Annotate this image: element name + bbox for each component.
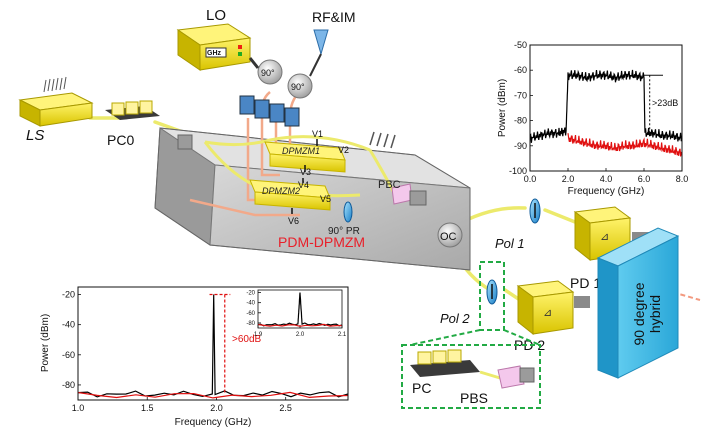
chart-top-xtick-label-4: 8.0 <box>676 174 689 184</box>
pc0-controller: PC0 <box>105 100 160 148</box>
chart-top-frame <box>529 44 683 172</box>
chart-inset-series-1 <box>257 323 343 327</box>
optical-hybrid: 90 degree hybrid <box>596 227 680 379</box>
chip-input-port <box>177 134 193 150</box>
pr-lens: 90° PR <box>328 201 360 237</box>
v2-label: V2 <box>338 145 349 155</box>
chart-top-xtick-label-3: 6.0 <box>638 174 651 184</box>
pol2-label: Pol 2 <box>440 311 470 326</box>
dpmzm2-module: DPMZM2 <box>249 179 331 211</box>
chart-bottom-ytick-label-0: -20 <box>62 290 75 300</box>
chart-inset-xtick-label-2: 2.1 <box>338 332 347 338</box>
chart-bottom-xtick-label-1: 1.5 <box>141 403 154 413</box>
v4-label: V4 <box>298 180 309 190</box>
output-lines <box>664 289 701 301</box>
chart-inset-ytick-label-0: -20 <box>246 291 255 297</box>
v1-label: V1 <box>312 129 323 139</box>
dpmzm1-label: DPMZM1 <box>282 146 320 156</box>
hybrid1-label: 90° <box>261 68 275 78</box>
chart-bottom-ytick-label-2: -60 <box>62 350 75 360</box>
pbs-label: PBS <box>460 390 488 406</box>
chart-bottom-annotation: >60dB <box>232 334 262 345</box>
chart-top-ylabel: Power (dBm) <box>497 79 508 137</box>
bias-arrows <box>291 139 318 214</box>
electrical-hybrid-2: 90° <box>287 73 313 99</box>
chart-bottom-ytick-label-1: -40 <box>62 320 75 330</box>
chart-inset-ytick-label-2: -60 <box>246 311 255 317</box>
chart-top-ytick-label-1: -60 <box>514 65 527 75</box>
svg-text:⊿: ⊿ <box>600 231 609 243</box>
chart-bottom-series-1 <box>77 391 349 399</box>
chart-bottom-frame <box>77 286 349 401</box>
chart-top-series-1 <box>567 133 683 157</box>
polarizer-2: Pol 2 <box>440 279 498 326</box>
laser-source: LS <box>18 76 94 144</box>
v5-label: V5 <box>320 194 331 204</box>
chart-top-ytick-label-2: -70 <box>514 90 527 100</box>
rf-connectors <box>239 95 300 127</box>
chart-top-series-0 <box>529 69 683 143</box>
pd2-label: PD 2 <box>514 337 545 353</box>
chart-bottom-series-0 <box>77 294 349 398</box>
chart-inset-ytick-label-3: -80 <box>246 321 255 327</box>
chart-bottom-xlabel: Frequency (GHz) <box>175 417 252 428</box>
chart-inset-xtick-label-0: 1.9 <box>254 332 263 338</box>
chart-inset-frame <box>257 289 343 329</box>
optical-coupler: OC <box>437 222 463 248</box>
rf-label: RF&IM <box>312 9 356 25</box>
dpmzm1-module: DPMZM1 <box>264 141 346 173</box>
v6-label: V6 <box>288 216 299 226</box>
svg-text:⊿: ⊿ <box>543 307 552 319</box>
chart-bottom-xtick-label-0: 1.0 <box>72 403 85 413</box>
polarizer-1: Pol 1 <box>495 198 541 251</box>
pbc-label: PBC <box>378 179 401 191</box>
lo-source: GHz LO <box>176 7 260 71</box>
chart-inset-series-0 <box>257 292 343 327</box>
lo-label: LO <box>206 7 226 24</box>
spectrum-chart-top: 0.0 2.0 4.0 6.0 8.0 -50 -60 -70 -80 -90 -100 Power… <box>497 40 688 197</box>
pol1-label: Pol 1 <box>495 236 525 251</box>
chart-bottom-xtick-label-3: 2.5 <box>279 403 292 413</box>
spectrum-chart-bottom: 1.0 1.5 2.0 2.5 -20 -40 -60 -80 Power (dBm) Fre… <box>40 286 349 428</box>
pc0-label: PC0 <box>107 132 134 148</box>
chart-top-xtick-label-2: 4.0 <box>600 174 613 184</box>
hybrid2-label: 90° <box>291 82 305 92</box>
chart-inset-ytick-label-1: -40 <box>246 301 255 307</box>
chip-output-port <box>409 190 427 206</box>
hybrid-label-line1: 90 degree <box>631 282 647 345</box>
oc-label: OC <box>440 231 457 243</box>
chart-top-xtick-label-1: 2.0 <box>562 174 575 184</box>
chart-bottom-ylabel: Power (dBm) <box>40 314 51 372</box>
electrical-hybrid-1: 90° <box>257 59 283 85</box>
pd1-label: PD 1 <box>570 275 601 291</box>
pc-label: PC <box>412 380 431 396</box>
ls-label: LS <box>26 127 44 144</box>
hybrid-label-line2: hybrid <box>647 295 663 333</box>
chart-top-annotation: >23dB <box>652 98 678 108</box>
chart-top-ytick-label-5: -100 <box>509 166 527 176</box>
pbc-prism: PBC <box>378 179 413 205</box>
dpmzm2-label: DPMZM2 <box>262 186 300 196</box>
chart-top-xlabel: Frequency (GHz) <box>568 186 645 197</box>
pdm-dpmzm-label: PDM-DPMZM <box>278 234 365 250</box>
chart-bottom-xtick-label-2: 2.0 <box>210 403 223 413</box>
chart-top-ytick-label-3: -80 <box>514 116 527 126</box>
pr-label: 90° PR <box>328 226 360 237</box>
rf-antenna: RF&IM <box>309 9 356 77</box>
polarization-inset: PC PBS <box>401 261 541 409</box>
ghz-label: GHz <box>207 50 222 57</box>
photodetector-2: ⊿ PD 2 <box>514 280 590 353</box>
chart-top-xtick-label-0: 0.0 <box>524 174 537 184</box>
chart-top-ytick-label-0: -50 <box>514 40 527 50</box>
chart-top-ytick-label-4: -90 <box>514 141 527 151</box>
chart-inset-xtick-label-1: 2.0 <box>296 332 305 338</box>
chart-bottom-ytick-label-3: -80 <box>62 380 75 390</box>
chart-top-bg <box>530 45 682 171</box>
